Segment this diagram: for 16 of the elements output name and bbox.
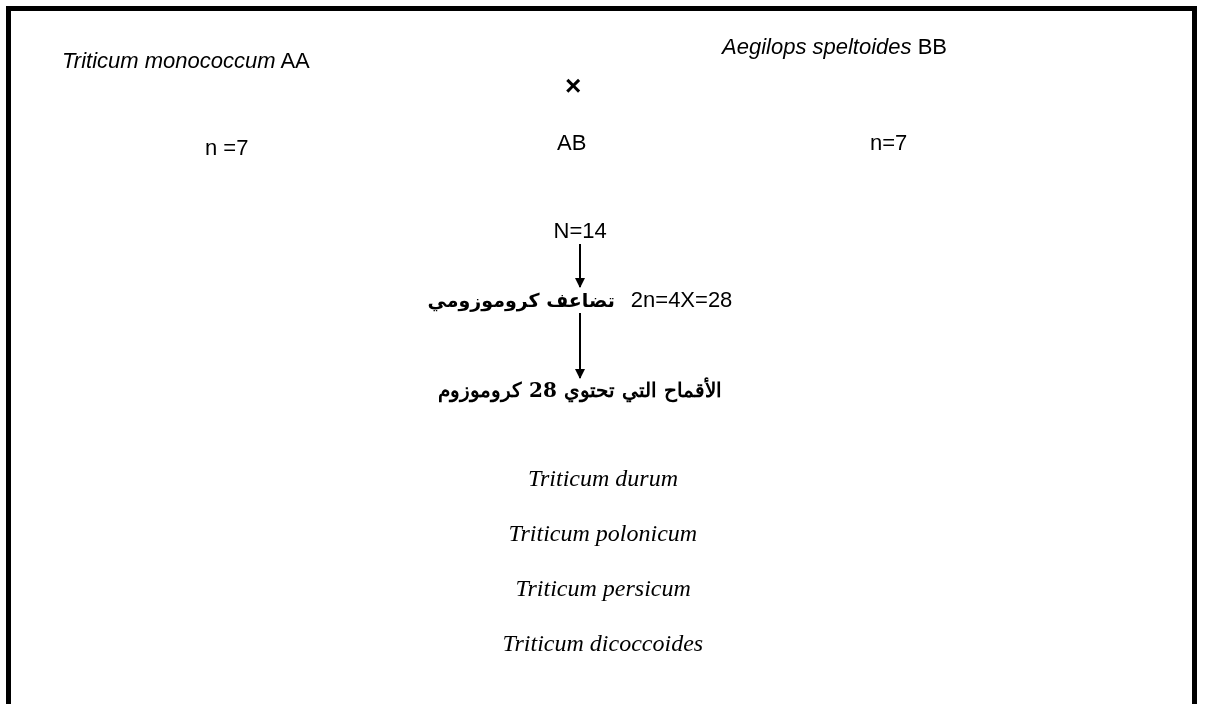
chromosome-formula: 2n=4X=28	[630, 287, 733, 313]
species-name: Triticum persicum	[515, 575, 691, 602]
process-label: تضاعف كروموزومي	[427, 289, 615, 311]
chromosome-count: n=7	[870, 130, 908, 156]
arrow	[575, 243, 585, 288]
chromosome-count: n =7	[205, 135, 249, 161]
species-name: Triticum dicoccoides	[502, 630, 704, 657]
species-label: Triticum monococcum AA	[62, 48, 310, 74]
chromosome-count: N=14	[553, 218, 607, 244]
hybrid-genome: AB	[557, 130, 587, 156]
arrow	[575, 312, 585, 379]
species-label: Aegilops speltoides BB	[722, 34, 948, 60]
cross-sign: ×	[565, 70, 582, 102]
species-name: Triticum durum	[528, 465, 679, 492]
species-name: Triticum polonicum	[508, 520, 698, 547]
result-label: الأقماح التي تحتوي 28 كروموزوم	[438, 378, 722, 402]
